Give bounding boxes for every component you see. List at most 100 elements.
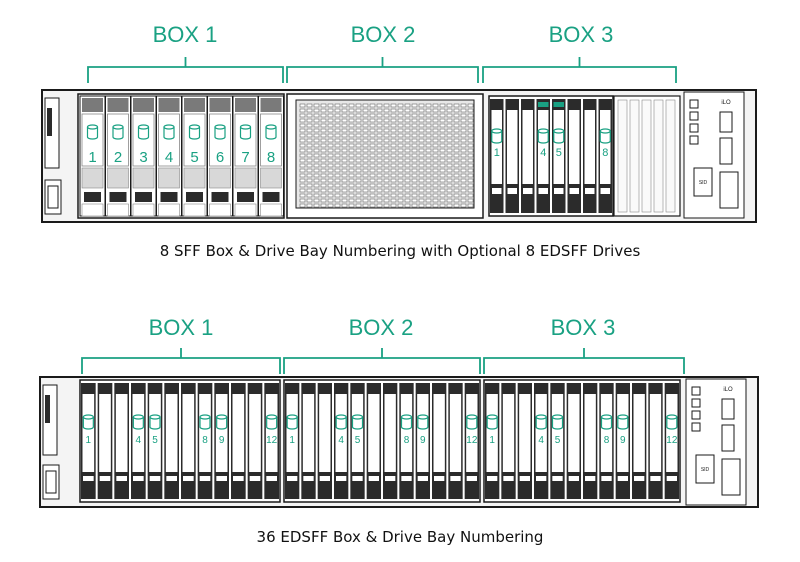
drive-bay-number: 1 bbox=[494, 147, 500, 159]
bottom-box3-bracket bbox=[483, 348, 685, 374]
display-port bbox=[719, 137, 733, 165]
sid-label: SID bbox=[699, 180, 708, 186]
bottom-caption: 36 EDSFF Box & Drive Bay Numbering bbox=[256, 528, 544, 546]
drive-bay-number: 2 bbox=[114, 149, 122, 166]
display-port bbox=[721, 424, 735, 452]
sff-drive-bay: 3 bbox=[130, 95, 157, 217]
drive-icon bbox=[132, 414, 144, 430]
edsff-drive-slot: 5 bbox=[550, 383, 565, 499]
top-box1-label: BOX 1 bbox=[153, 22, 218, 47]
drive-icon bbox=[163, 124, 175, 140]
sff-drive-bay: 2 bbox=[105, 95, 131, 217]
edsff-drive-slot: 9 bbox=[415, 383, 430, 499]
edsff-drive-slot: 4 bbox=[334, 383, 349, 499]
drive-icon bbox=[551, 414, 564, 430]
edsff-drive-slot bbox=[505, 99, 519, 213]
edsff-drive-slot bbox=[231, 383, 246, 499]
drive-icon bbox=[112, 124, 124, 140]
top-box2-bracket bbox=[286, 57, 479, 83]
edsff-drive-slot bbox=[521, 99, 535, 213]
drive-icon bbox=[599, 128, 611, 144]
edsff-drive-slot: 1 bbox=[81, 383, 96, 499]
drive-icon bbox=[239, 124, 252, 140]
sff-drive-bay: 5 bbox=[181, 95, 208, 217]
drive-bay-number: 5 bbox=[556, 147, 562, 159]
drive-bay-number: 3 bbox=[139, 149, 147, 166]
drive-icon bbox=[400, 414, 413, 430]
edsff-drive-slot bbox=[97, 383, 113, 499]
drive-icon bbox=[553, 128, 565, 144]
edsff-drive-slot: 9 bbox=[214, 383, 229, 499]
drive-icon bbox=[335, 414, 347, 430]
sff-drive-bay: 7 bbox=[232, 95, 259, 217]
edsff-drive-slot: 9 bbox=[615, 383, 630, 499]
edsff-drive-slot bbox=[448, 383, 463, 499]
left-rack-ear bbox=[44, 97, 62, 215]
edsff-drive-slot: 4 bbox=[536, 99, 550, 213]
sff-drive-bay: 6 bbox=[207, 95, 233, 217]
right-handle bbox=[719, 171, 739, 209]
drive-icon bbox=[188, 124, 201, 140]
drive-icon bbox=[466, 414, 478, 430]
drive-bay-number: 8 bbox=[602, 147, 608, 159]
drive-bay-number: 8 bbox=[267, 149, 275, 166]
sid-label: SID bbox=[701, 467, 710, 473]
edsff-drive-slot bbox=[566, 383, 581, 499]
edsff-drive-slot bbox=[583, 383, 598, 499]
drive-bay-number: 1 bbox=[86, 435, 92, 446]
edsff-drive-slot: 12 bbox=[664, 383, 679, 499]
edsff-drive-slot: 1 bbox=[285, 383, 300, 499]
drive-icon bbox=[491, 128, 503, 144]
bottom-box1-bracket bbox=[81, 348, 281, 374]
bottom-box-labels: BOX 1 BOX 2 BOX 3 bbox=[149, 315, 616, 340]
serial-label-pull-tab bbox=[695, 454, 715, 484]
drive-bay-number: 9 bbox=[420, 435, 426, 446]
edsff-drive-slot: 1 bbox=[490, 99, 504, 213]
drive-icon bbox=[199, 414, 211, 430]
top-box3-blank-half bbox=[613, 95, 681, 217]
bottom-box2-label: BOX 2 bbox=[349, 315, 414, 340]
edsff-drive-slot bbox=[383, 383, 398, 499]
edsff-drive-slot bbox=[317, 383, 332, 499]
drive-icon bbox=[600, 414, 613, 430]
edsff-drive-slot: 8 bbox=[599, 383, 614, 499]
edsff-drive-slot: 8 bbox=[197, 383, 213, 499]
sff-drive-bay: 4 bbox=[156, 95, 182, 217]
right-rack-ear: iLO SID bbox=[683, 91, 745, 219]
edsff-drive-slot bbox=[181, 383, 196, 499]
drive-bay-number: 4 bbox=[540, 147, 546, 159]
edsff-drive-slot bbox=[164, 383, 179, 499]
ilo-label: iLO bbox=[723, 387, 733, 393]
drive-icon bbox=[351, 414, 364, 430]
ilo-label: iLO bbox=[721, 100, 731, 106]
drive-icon bbox=[617, 414, 629, 430]
sff-drive-bay: 8 bbox=[258, 95, 284, 217]
drive-bay-number: 8 bbox=[404, 435, 410, 446]
drive-bay-number: 4 bbox=[338, 435, 344, 446]
drive-bay-number: 12 bbox=[266, 435, 278, 446]
drive-bay-number: 5 bbox=[190, 149, 198, 166]
edsff-drive-slot: 12 bbox=[464, 383, 479, 499]
drive-icon bbox=[137, 124, 150, 140]
top-caption: 8 SFF Box & Drive Bay Numbering with Opt… bbox=[159, 242, 641, 260]
edsff-drive-slot bbox=[583, 99, 597, 213]
edsff-drive-slot bbox=[648, 383, 663, 499]
drive-bay-number: 9 bbox=[620, 435, 626, 446]
serial-label-pull-tab bbox=[693, 167, 713, 197]
edsff-drive-slot: 8 bbox=[399, 383, 414, 499]
top-box-brackets bbox=[87, 57, 677, 83]
edsff-drive-slot bbox=[114, 383, 129, 499]
drive-icon bbox=[216, 414, 228, 430]
drive-icon bbox=[486, 414, 498, 430]
drive-bay-number: 4 bbox=[538, 435, 544, 446]
drive-icon bbox=[82, 414, 94, 430]
drive-bay-number: 1 bbox=[88, 149, 96, 166]
usb-port bbox=[721, 398, 735, 420]
edsff-drive-slot bbox=[567, 99, 581, 213]
top-box-labels: BOX 1 BOX 2 BOX 3 bbox=[153, 22, 614, 47]
right-handle bbox=[721, 458, 741, 496]
edsff-drive-slot: 4 bbox=[534, 383, 549, 499]
drive-icon bbox=[149, 414, 161, 430]
